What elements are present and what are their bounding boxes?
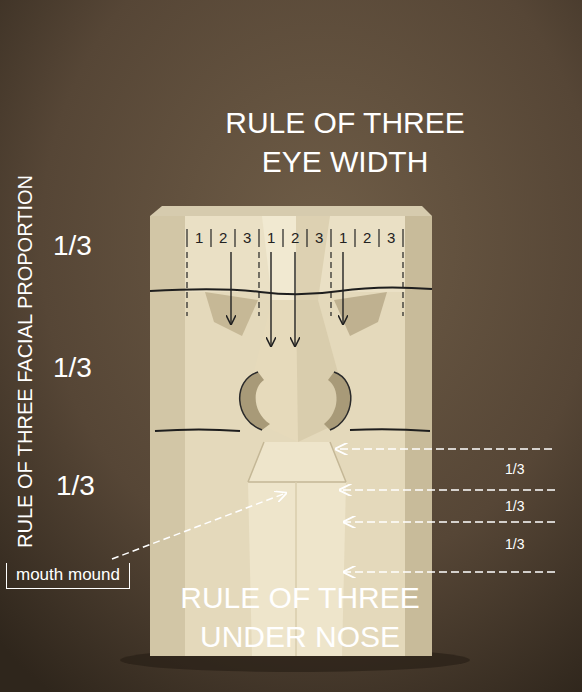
proportion-fraction: 1/3 (505, 498, 524, 514)
leader-line (112, 493, 286, 559)
nostril (324, 372, 351, 430)
third-number: 3 (387, 229, 395, 246)
proportion-fraction: 1/3 (505, 536, 524, 552)
axis-title: RULE OF THREE FACIAL PROPORTION (14, 175, 37, 548)
eye-socket (334, 292, 387, 336)
proportion-fraction: 1/3 (505, 461, 524, 477)
eye-line (150, 287, 432, 294)
third-number: 2 (291, 229, 299, 246)
mouth-line (155, 429, 430, 431)
nose-bridge-right (296, 216, 330, 300)
bracket-label: mouth mound (6, 563, 130, 589)
proportion-fraction: 1/3 (53, 352, 92, 384)
eye-arrows (231, 252, 343, 346)
proportion-fraction: 1/3 (56, 470, 95, 502)
nostril (240, 372, 270, 430)
mouth-mound-edges (248, 442, 346, 482)
title: RULE OF THREE EYE WIDTH (195, 103, 495, 181)
under-nose-arrows (336, 449, 555, 572)
third-number: 2 (219, 229, 227, 246)
third-number: 3 (243, 229, 251, 246)
third-number: 2 (363, 229, 371, 246)
nostril-outline (330, 372, 351, 430)
third-number: 1 (195, 229, 203, 246)
third-dividers (187, 229, 403, 247)
block-top (150, 206, 432, 216)
third-number: 1 (339, 229, 347, 246)
node-text: mouth mound (16, 565, 120, 585)
third-number: 3 (315, 229, 323, 246)
proportion-fraction: 1/3 (53, 230, 92, 262)
third-number: 1 (267, 229, 275, 246)
caption: RULE OF THREE UNDER NOSE (150, 578, 450, 656)
nostril-outline (240, 372, 262, 430)
nose-bridge-left (262, 216, 296, 300)
block-left-side (150, 216, 185, 656)
